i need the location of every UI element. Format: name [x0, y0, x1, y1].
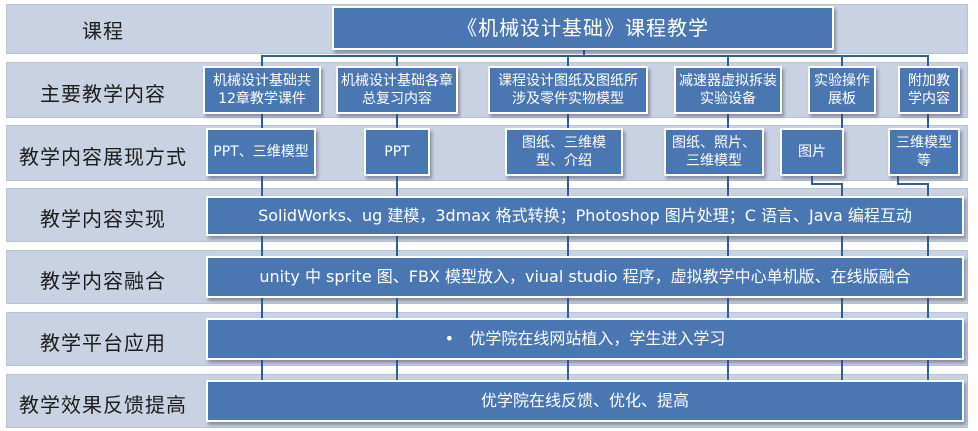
- band-main-content: [6, 62, 968, 118]
- content-box-review: 机械设计基础各章总复习内容: [336, 66, 458, 114]
- content-box-additional: 附加教学内容: [898, 66, 960, 114]
- content-box-drawings-models: 课程设计图纸及图纸所涉及零件实物模型: [488, 66, 648, 114]
- label-presentation: 教学内容展现方式: [19, 145, 187, 169]
- feedback-box: 优学院在线反馈、优化、提高: [206, 380, 964, 422]
- presentation-box-ppt: PPT: [364, 128, 430, 176]
- presentation-box-drawings-photos: 图纸、照片、三维模型: [664, 128, 764, 176]
- content-box-experiment-board: 实验操作展板: [808, 66, 876, 114]
- platform-box: • 优学院在线网站植入，学生进入学习: [206, 318, 964, 360]
- content-box-reducer-equipment: 减速器虚拟拆装实验设备: [674, 66, 782, 114]
- presentation-box-drawings-intro: 图纸、三维模型、介绍: [505, 128, 623, 176]
- course-title-box: 《机械设计基础》课程教学: [332, 6, 834, 50]
- label-main-content: 主要教学内容: [40, 82, 166, 106]
- label-implementation: 教学内容实现: [40, 207, 166, 231]
- label-feedback: 教学效果反馈提高: [19, 393, 187, 417]
- label-platform: 教学平台应用: [40, 331, 166, 355]
- presentation-box-ppt-3d: PPT、三维模型: [206, 128, 316, 176]
- label-fusion: 教学内容融合: [40, 269, 166, 293]
- presentation-box-pictures: 图片: [780, 128, 844, 176]
- label-course: 课程: [82, 19, 124, 43]
- presentation-box-3d-models: 三维模型等: [888, 128, 960, 176]
- fusion-box: unity 中 sprite 图、FBX 模型放入，viual studio 程…: [206, 256, 964, 298]
- content-box-courseware: 机械设计基础共12章教学课件: [203, 66, 321, 114]
- implementation-box: SolidWorks、ug 建模，3dmax 格式转换；Photoshop 图片…: [206, 196, 964, 236]
